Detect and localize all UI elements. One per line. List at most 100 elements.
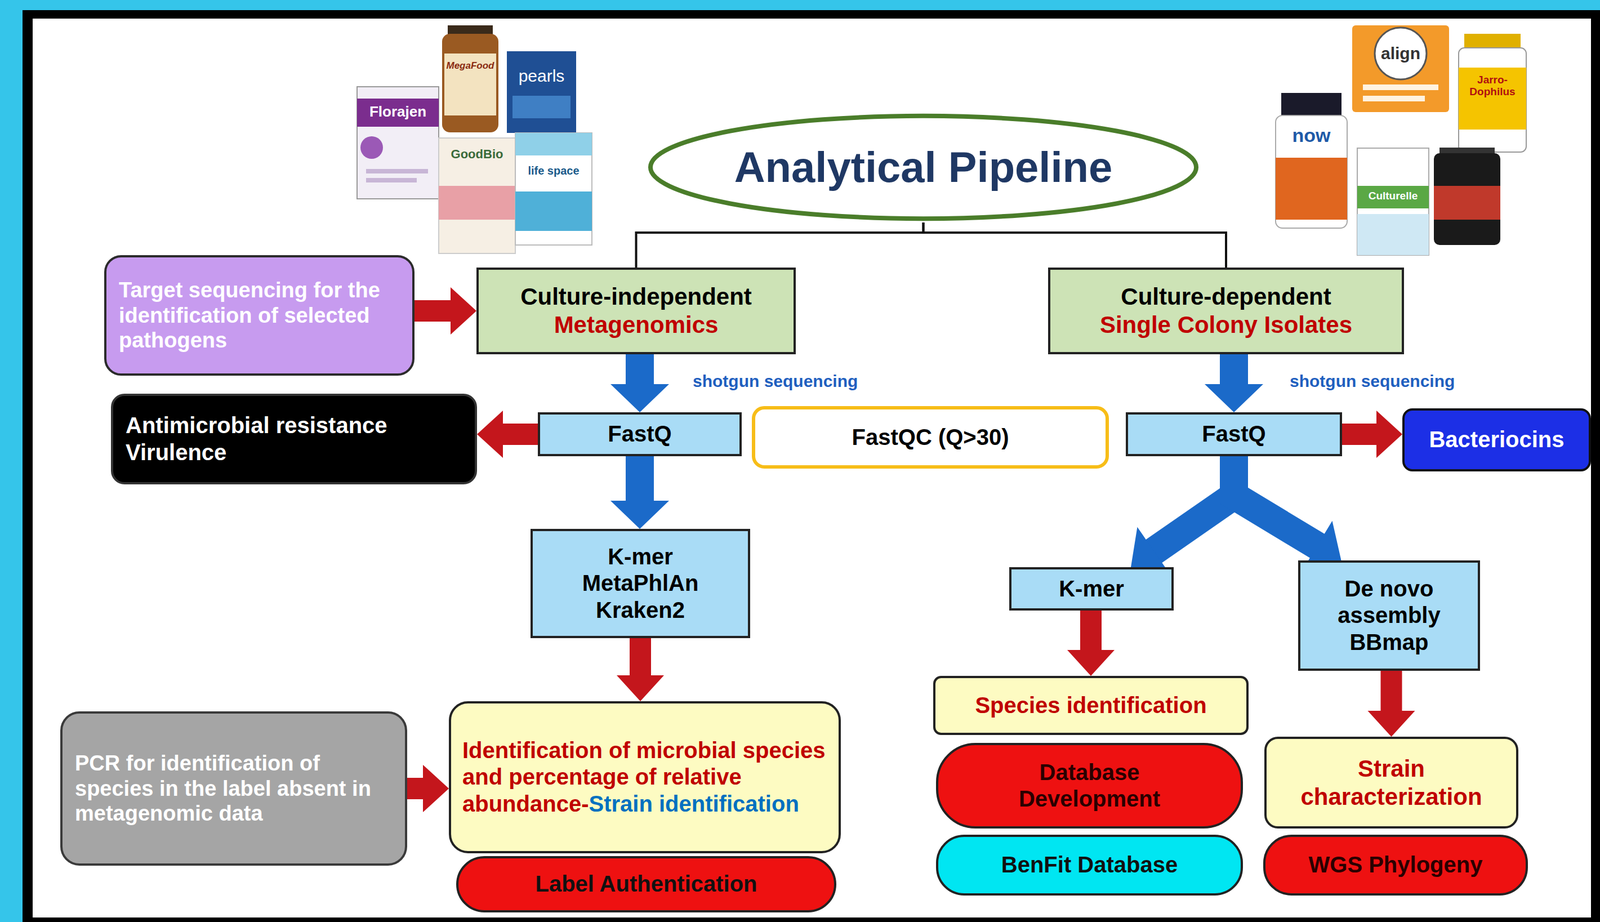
arrow-head — [1367, 710, 1416, 737]
arrow-shaft — [414, 300, 452, 322]
arrow-head — [616, 675, 664, 702]
process-box: FastQ — [537, 412, 742, 457]
block-arrow — [407, 764, 449, 813]
text-group: FastQC (Q>30) — [852, 424, 1010, 451]
arrow-shaft — [629, 638, 652, 677]
arrow-head — [450, 287, 477, 335]
arrow-shaft — [636, 222, 924, 268]
brand-name: align — [1375, 43, 1426, 63]
block-arrow — [1367, 670, 1416, 737]
node-text: Bacteriocins — [1428, 426, 1564, 453]
process-box: K-mer — [1009, 567, 1174, 611]
brand-name: Jarro-Dophilus — [1460, 74, 1524, 98]
text-group: BenFit Database — [1001, 851, 1178, 879]
block-arrow — [477, 410, 538, 458]
node-text: FastQ — [607, 420, 672, 448]
result-box: Strain characterization — [1264, 736, 1519, 829]
product-megafood — [442, 25, 499, 133]
node-subtext: Single Colony Isolates — [1099, 310, 1353, 340]
edge-note: shotgun sequencing — [692, 371, 885, 391]
node-text: De novo assembly BBmap — [1324, 575, 1455, 656]
block-arrow — [1233, 456, 1342, 572]
brand-name: Florajen — [357, 103, 439, 120]
connector-line — [636, 222, 924, 268]
output-box: Bacteriocins — [1402, 408, 1591, 472]
output-box: Antimicrobial resistance Virulence — [110, 393, 478, 485]
oval-shape — [650, 116, 1197, 219]
arrow-head — [1204, 384, 1264, 413]
block-arrow — [616, 638, 664, 702]
block-arrow — [1342, 410, 1403, 458]
product-jarro-dophilus — [1458, 33, 1527, 153]
text-group: De novo assembly BBmap — [1324, 575, 1455, 656]
connector-line — [923, 222, 1227, 268]
text-group: Identification of microbial species and … — [462, 737, 828, 818]
product-florajen — [357, 86, 439, 199]
arrow-shaft — [1380, 670, 1403, 712]
node-text: K-mer MetaPhlAn Kraken2 — [567, 543, 714, 624]
text-group: K-mer MetaPhlAn Kraken2 — [567, 543, 714, 624]
block-arrow — [1204, 354, 1264, 413]
branch-box: Culture-dependentSingle Colony Isolates — [1048, 267, 1405, 355]
process-box: K-mer MetaPhlAn Kraken2 — [530, 528, 751, 639]
block-arrow — [610, 456, 670, 529]
text-group: Antimicrobial resistance Virulence — [125, 412, 463, 466]
arrow-shaft — [1219, 354, 1249, 386]
text-group: K-mer — [1058, 575, 1125, 603]
quality-box: FastQC (Q>30) — [751, 406, 1109, 469]
text-group: Analytical Pipeline — [734, 141, 1113, 193]
brand-name: life space — [515, 164, 592, 177]
text-group: FastQ — [607, 420, 672, 448]
input-box: Target sequencing for the identification… — [104, 255, 415, 376]
block-arrow — [1130, 456, 1234, 576]
text-group: Culture-independentMetagenomics — [520, 282, 752, 339]
brand-name: now — [1275, 125, 1348, 146]
process-box: FastQ — [1125, 412, 1343, 457]
text-group: WGS Phylogeny — [1308, 851, 1483, 879]
node-text: BenFit Database — [1001, 851, 1178, 879]
arrow-shaft — [1233, 456, 1318, 547]
product-culturelle — [1357, 148, 1429, 256]
brand-name: MegaFood — [444, 60, 497, 72]
arrow-shaft — [923, 222, 1227, 268]
outcome-pill: WGS Phylogeny — [1263, 834, 1528, 896]
text-group: Culture-dependentSingle Colony Isolates — [1099, 282, 1353, 339]
outcome-pill: Database Development — [936, 742, 1243, 829]
arrow-head — [610, 500, 670, 529]
arrow-head — [1376, 410, 1403, 458]
text-group: Target sequencing for the identification… — [118, 277, 400, 354]
text-group: Species identification — [974, 692, 1207, 719]
product-now — [1275, 92, 1348, 229]
result-box: Species identification — [933, 675, 1249, 735]
arrow-head — [477, 410, 503, 458]
node-text: K-mer — [1058, 575, 1125, 603]
text-group: PCR for identification of species in the… — [74, 750, 393, 827]
brand-name: GoodBio — [438, 147, 516, 162]
outcome-pill: Label Authentication — [456, 856, 837, 913]
arrow-head — [610, 384, 670, 413]
product-goodbio — [438, 137, 516, 254]
node-text: Culture-dependent — [1099, 282, 1353, 311]
arrow-head — [422, 764, 449, 813]
product-raw-probiotics — [1433, 147, 1501, 245]
product-align — [1352, 25, 1450, 113]
text-group: Label Authentication — [535, 870, 757, 898]
node-text: Antimicrobial resistance Virulence — [125, 412, 463, 466]
block-arrow — [1067, 610, 1115, 676]
node-text: Analytical Pipeline — [734, 141, 1113, 193]
product-pearls — [506, 51, 577, 133]
block-arrow — [414, 287, 477, 335]
node-text: Strain characterization — [1278, 754, 1505, 811]
text-group: Strain characterization — [1278, 754, 1505, 811]
result-box: Identification of microbial species and … — [448, 701, 841, 854]
node-text: PCR for identification of species in the… — [74, 750, 393, 827]
node-text: Culture-independent — [520, 282, 752, 311]
node-text: Target sequencing for the identification… — [118, 277, 400, 354]
node-text: FastQC (Q>30) — [852, 424, 1010, 451]
product-life-space — [515, 132, 592, 245]
block-arrow — [610, 354, 670, 413]
brand-name: Culturelle — [1357, 190, 1429, 203]
arrow-shaft — [407, 777, 425, 800]
node-text: Label Authentication — [535, 870, 757, 898]
